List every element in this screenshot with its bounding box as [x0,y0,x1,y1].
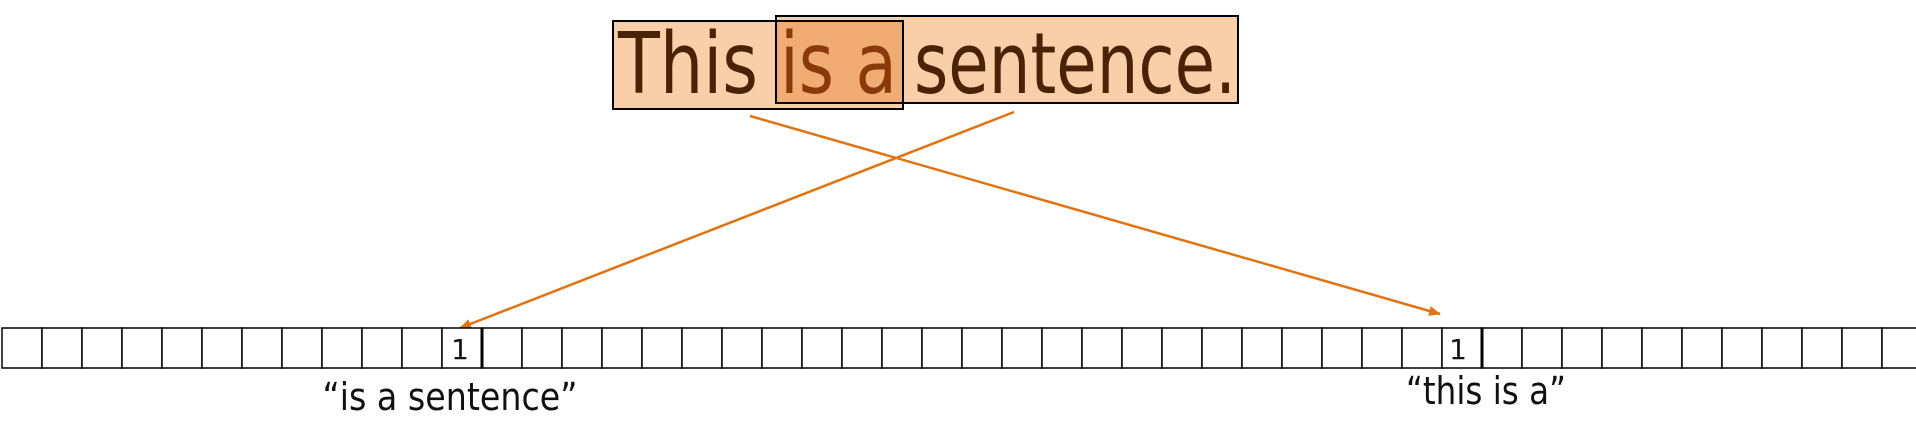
bit-array [1,327,1916,369]
array-cell [1361,327,1403,369]
marked-cells: 1 1 “is a sentence” “this is a” [323,333,1567,419]
array-cell [361,327,403,369]
array-cell [1321,327,1363,369]
ngram-outline-is-a-sentence [775,15,1239,104]
array-cell [1281,327,1323,369]
array-cell [1641,327,1683,369]
array-cell [721,327,763,369]
array-cell [641,327,683,369]
overlap-highlight [776,21,903,103]
array-cell [1761,327,1803,369]
array-cell [201,327,243,369]
array-cell [1561,327,1603,369]
cell-value-right: 1 [1449,333,1467,366]
array-cell [1521,327,1563,369]
array-cell [1881,327,1916,369]
caption-is-a-sentence: “is a sentence” [323,375,578,419]
array-cell [761,327,803,369]
array-cell [481,327,523,369]
array-cell [601,327,643,369]
ngram-outline-this-is-a [612,20,904,110]
array-cell [921,327,963,369]
array-cell [1121,327,1163,369]
array-cell [1081,327,1123,369]
array-cell [1801,327,1843,369]
array-cell [1681,327,1723,369]
array-cell [1601,327,1643,369]
array-cell [161,327,203,369]
word-sentence: sentence. [914,15,1236,114]
array-cell [321,327,363,369]
arrow-to-right-cell [749,114,1441,316]
array-cell [881,327,923,369]
array-cell [281,327,323,369]
caption-this-is-a: “this is a” [1406,369,1566,413]
array-cell [241,327,283,369]
array-cell [41,327,83,369]
array-cell [1201,327,1243,369]
array-cell [1481,327,1523,369]
arrows [459,110,1441,330]
array-cell [801,327,843,369]
word-this: This [617,15,758,114]
arrow-to-left-cell [459,110,1015,330]
array-cell [121,327,163,369]
array-cell [1,327,43,369]
array-cell [1721,327,1763,369]
array-cell [81,327,123,369]
array-cell [1041,327,1083,369]
array-cell [961,327,1003,369]
array-cell [441,327,483,369]
word-is-a: is a [780,15,897,114]
array-cell [1241,327,1283,369]
array-cell [1441,327,1483,369]
array-cell [521,327,563,369]
cell-value-left: 1 [451,333,469,366]
array-cell [681,327,723,369]
array-cell [1161,327,1203,369]
array-cell [401,327,443,369]
array-cell [1401,327,1443,369]
array-cell [841,327,883,369]
array-cell [1001,327,1043,369]
array-cell [1841,327,1883,369]
sentence-group: This is a sentence. [612,15,1239,114]
array-cell [561,327,603,369]
